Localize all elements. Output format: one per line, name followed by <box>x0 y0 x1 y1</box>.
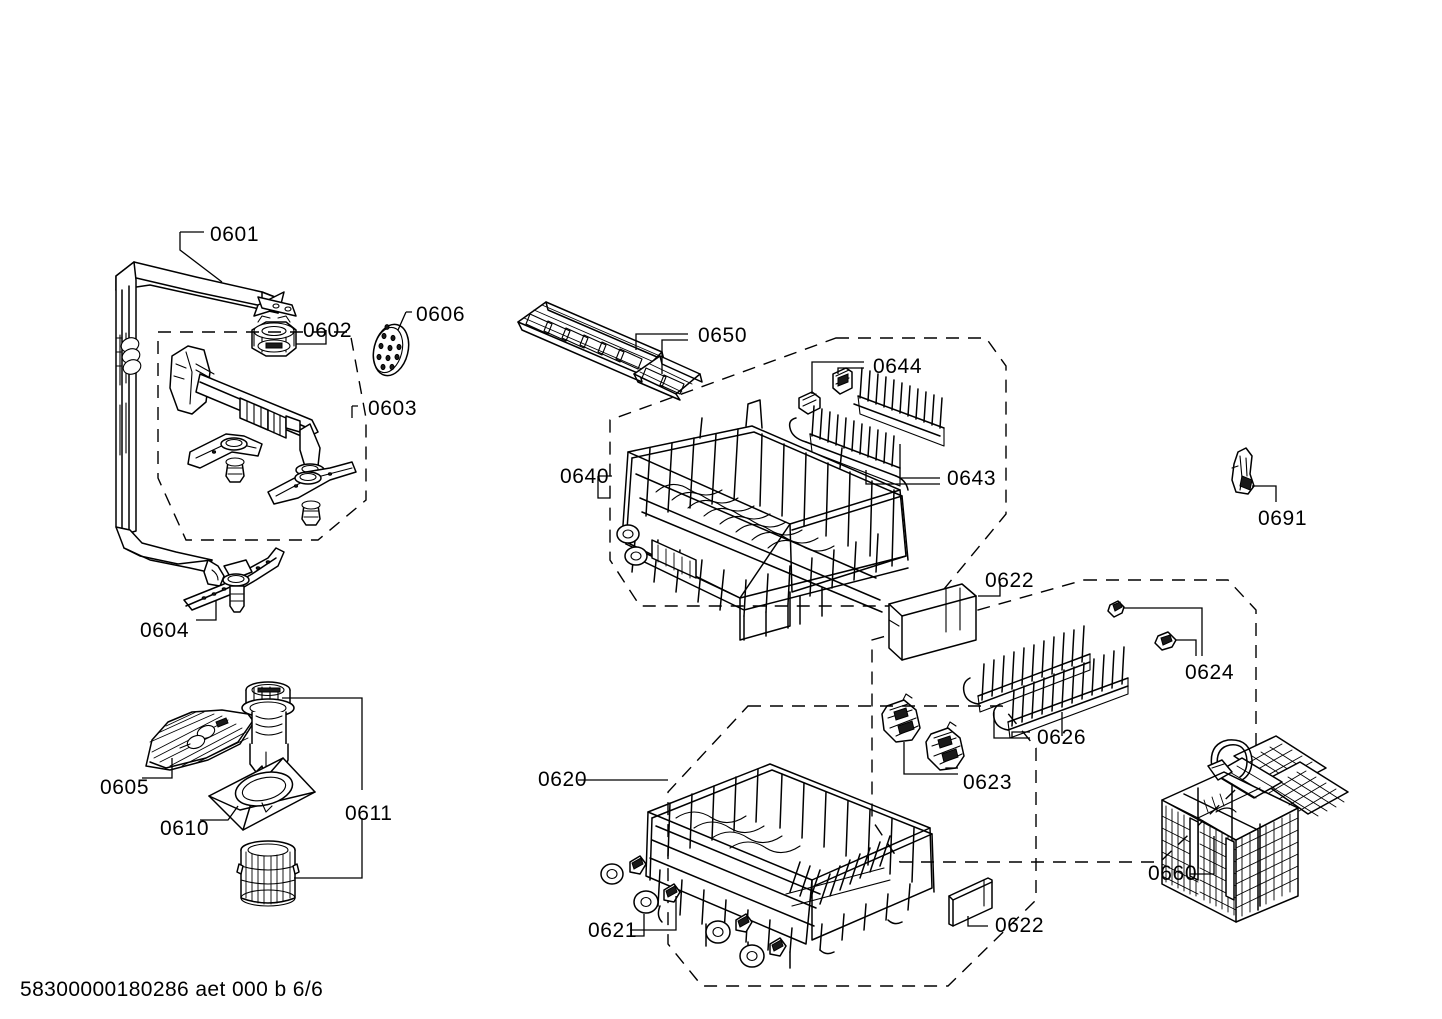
micro-filter-cylinder-0611 <box>236 840 300 907</box>
group-boundary-0620 <box>667 705 1037 987</box>
part-label-0611: 0611 <box>345 802 393 825</box>
water-duct-0601 <box>115 261 297 587</box>
part-label-0622-lower: 0622 <box>995 914 1045 937</box>
tine-row-0626-a <box>962 625 1091 713</box>
perforated-disc-0606 <box>372 323 410 377</box>
part-label-0620: 0620 <box>538 768 588 791</box>
part-label-0603: 0603 <box>368 397 418 420</box>
part-label-0601: 0601 <box>210 223 260 246</box>
part-label-0623: 0623 <box>963 771 1013 794</box>
sheet-footer-text: 58300000180286 aet 000 b 6/6 <box>20 978 324 1001</box>
spray-bearing-0602 <box>251 315 297 357</box>
part-label-0622-upper: 0622 <box>985 569 1035 592</box>
part-label-0626: 0626 <box>1037 726 1087 749</box>
tine-clip-0624-a <box>1107 600 1125 618</box>
part-label-0610: 0610 <box>160 817 210 840</box>
tine-clip-0624-b <box>1154 631 1177 651</box>
part-label-0606: 0606 <box>416 303 466 326</box>
filter-cup-0611 <box>241 681 295 777</box>
cutlery-lid <box>1213 735 1349 817</box>
tine-row-0626-b <box>992 646 1129 739</box>
part-label-0691: 0691 <box>1258 507 1308 530</box>
part-label-0660: 0660 <box>1148 862 1198 885</box>
lower-basket-0620 <box>645 763 935 969</box>
coarse-filter-0610 <box>208 757 316 831</box>
part-label-0624: 0624 <box>1185 661 1235 684</box>
upper-basket-0640 <box>616 399 909 641</box>
part-label-0650: 0650 <box>698 324 748 347</box>
basket-rollers-0621 <box>600 855 787 968</box>
duct-coil <box>115 337 142 375</box>
tine-rack-0643-b <box>788 405 909 491</box>
basket-rail-stop-0691 <box>1231 447 1255 495</box>
part-label-0605: 0605 <box>100 776 150 799</box>
roller-bracket-0623-b <box>925 721 965 771</box>
part-label-0640: 0640 <box>560 465 610 488</box>
tine-rack-0643-a <box>853 367 945 447</box>
upper-spray-assembly-0603 <box>169 345 357 526</box>
leader-lines <box>142 231 1277 937</box>
tine-clips-0644 <box>798 367 853 415</box>
group-boundary-0626 <box>871 579 1257 863</box>
part-label-0604: 0604 <box>140 619 190 642</box>
part-label-0643: 0643 <box>947 467 997 490</box>
cutlery-basket-0660 <box>1161 735 1349 923</box>
filter-cover-0605 <box>145 709 255 771</box>
part-label-0621: 0621 <box>588 919 638 942</box>
part-label-0602: 0602 <box>303 319 353 342</box>
lower-spray-arm-0604 <box>183 547 285 613</box>
roller-bracket-0623-a <box>881 693 921 743</box>
rack-insert-pads-0650 <box>517 301 703 401</box>
part-label-0644: 0644 <box>873 355 923 378</box>
group-boundary-0603 <box>157 331 367 541</box>
small-item-tray-0622-upper <box>888 583 977 661</box>
small-item-tray-0622-lower <box>948 877 993 927</box>
